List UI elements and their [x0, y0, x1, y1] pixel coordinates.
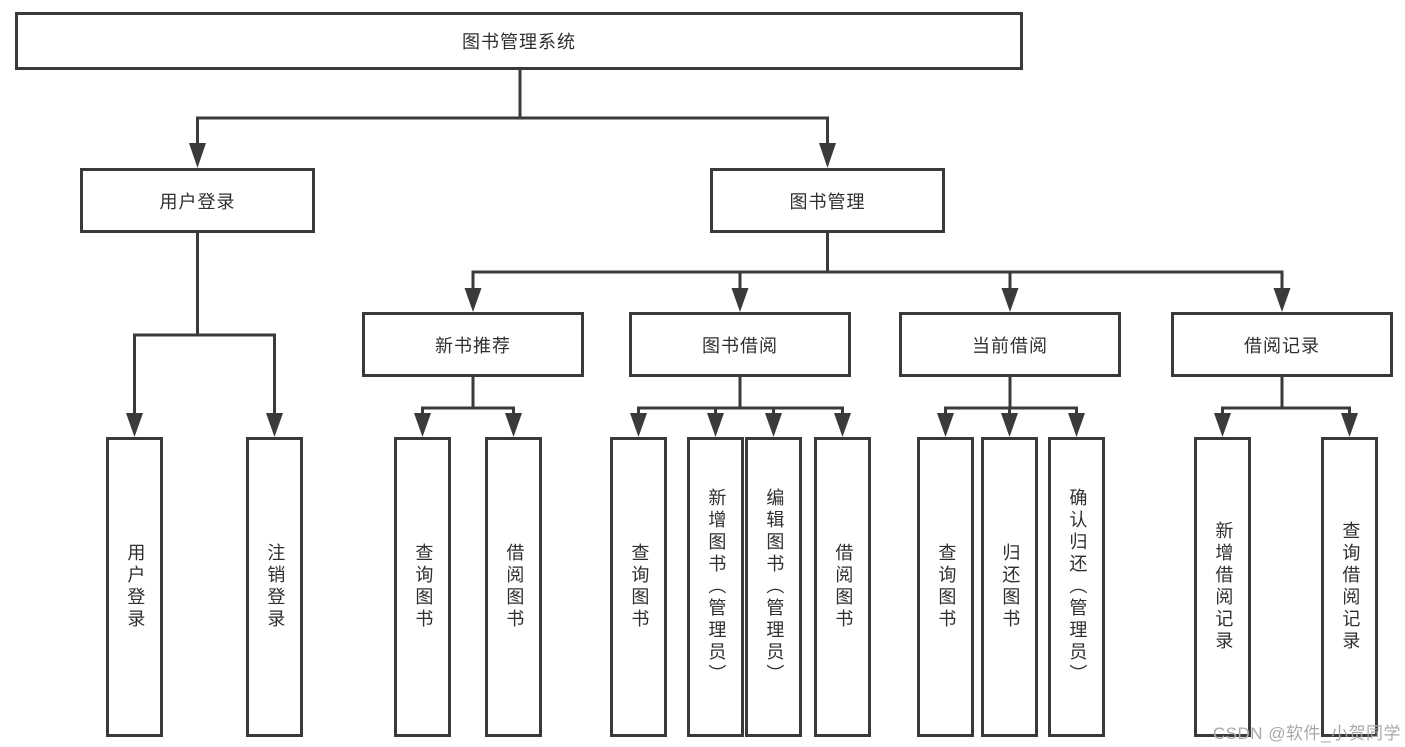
- node-label: 归还图书: [1000, 543, 1021, 631]
- leaf-user-login: 用户登录: [106, 437, 163, 737]
- node-label: 用户登录: [125, 543, 146, 631]
- node-label: 图书管理: [789, 191, 866, 212]
- leaf-borrow-query-books: 查询图书: [610, 437, 667, 737]
- node-user-login: 用户登录: [80, 168, 315, 233]
- node-label: 注销登录: [265, 543, 286, 631]
- node-label: 确认归还（管理员）: [1067, 488, 1088, 686]
- node-label: 新增借阅记录: [1213, 521, 1234, 653]
- node-label: 新书推荐: [435, 335, 511, 356]
- node-label: 借阅图书: [833, 543, 854, 631]
- leaf-recommend-query-books: 查询图书: [394, 437, 451, 737]
- leaf-query-borrow-record: 查询借阅记录: [1321, 437, 1378, 737]
- node-borrow-records: 借阅记录: [1171, 312, 1393, 377]
- leaf-logout: 注销登录: [246, 437, 303, 737]
- node-label: 借阅图书: [504, 543, 525, 631]
- csdn-watermark: CSDN @软件_小贺同学: [1212, 724, 1401, 743]
- leaf-confirm-return-admin: 确认归还（管理员）: [1048, 437, 1105, 737]
- node-label: 用户登录: [159, 191, 236, 212]
- node-label: 编辑图书（管理员）: [764, 488, 785, 686]
- node-label: 借阅记录: [1244, 335, 1320, 356]
- node-label: 查询图书: [629, 543, 650, 631]
- node-new-book-recommend: 新书推荐: [362, 312, 584, 377]
- node-label: 新增图书（管理员）: [706, 488, 727, 686]
- node-book-borrow: 图书借阅: [629, 312, 851, 377]
- leaf-borrow-books: 借阅图书: [814, 437, 871, 737]
- leaf-current-query-books: 查询图书: [917, 437, 974, 737]
- node-current-borrow: 当前借阅: [899, 312, 1121, 377]
- node-book-management: 图书管理: [710, 168, 945, 233]
- node-label: 查询借阅记录: [1340, 521, 1361, 653]
- leaf-add-borrow-record: 新增借阅记录: [1194, 437, 1251, 737]
- node-label: 图书借阅: [702, 335, 778, 356]
- node-label: 当前借阅: [972, 335, 1048, 356]
- leaf-edit-books-admin: 编辑图书（管理员）: [745, 437, 802, 737]
- node-root-system: 图书管理系统: [15, 12, 1023, 70]
- node-label: 查询图书: [413, 543, 434, 631]
- node-label: 图书管理系统: [462, 32, 576, 52]
- node-label: 查询图书: [936, 543, 957, 631]
- leaf-recommend-borrow-books: 借阅图书: [485, 437, 542, 737]
- leaf-return-books: 归还图书: [981, 437, 1038, 737]
- leaf-add-books-admin: 新增图书（管理员）: [687, 437, 744, 737]
